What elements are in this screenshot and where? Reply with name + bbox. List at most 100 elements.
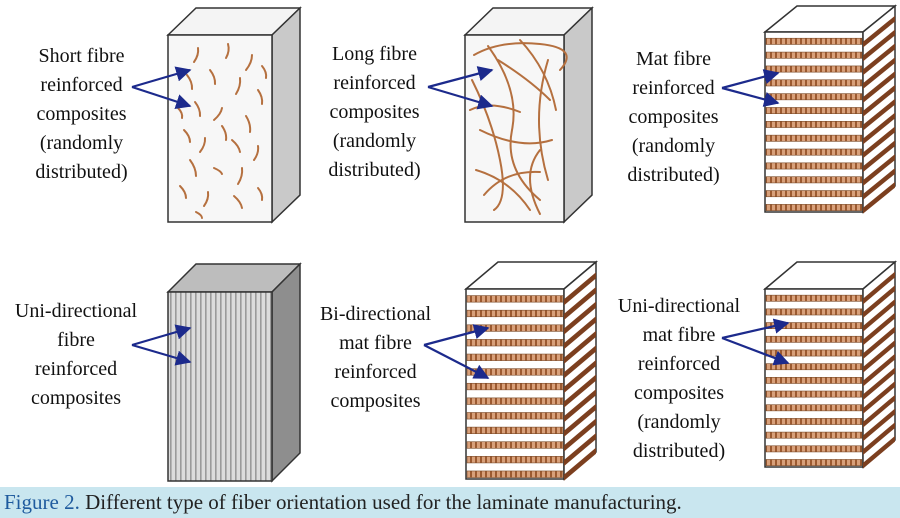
fibre [245,54,253,71]
fibre [233,195,243,209]
label-line: Mat fibre [636,48,711,70]
fibre [213,107,223,121]
fibre [231,139,241,153]
ply [765,134,863,142]
ply [466,339,564,347]
label-line: distributed) [627,164,720,186]
ply-edge [564,286,596,320]
ply-edge [863,154,895,186]
ply [765,107,863,114]
ply [765,363,863,371]
ply [765,79,863,87]
fibre [225,43,230,59]
ply [765,162,863,170]
arrow [721,86,780,107]
ply [765,121,863,128]
ply-edge [863,15,895,48]
label-line: composites [329,101,420,123]
arrows [131,66,790,379]
ply-edge [863,140,895,173]
arrow [427,85,494,110]
ply [765,294,863,302]
ply-edge [863,168,895,200]
fibre [261,65,268,79]
ply-edge [863,408,895,442]
ply-edge [863,71,895,103]
label-line: fibre [57,329,95,351]
ply [765,390,863,398]
label-line: Uni-directional [617,295,741,317]
label-line: (randomly [637,411,721,433]
fibre [183,129,191,143]
ply [466,309,564,318]
arrow [131,66,192,89]
label-line: Short fibre [38,45,125,67]
ply [466,441,564,449]
label-line: composites [36,103,127,125]
ply [765,65,863,73]
fibre [257,89,264,105]
figure-caption: Figure 2. Different type of fiber orient… [0,487,900,518]
fibre [245,115,252,133]
fibre [209,69,217,85]
label-line: distributed) [35,161,128,183]
label-line: reinforced [637,353,721,375]
arrow [131,324,192,347]
ply [765,322,863,330]
ply [765,335,863,343]
composites-diagram [131,4,898,483]
uni-directional-mat-block [762,260,898,469]
fibre [235,77,242,95]
ply [466,353,564,361]
ply [466,397,564,405]
label-line: reinforced [334,361,417,383]
arrow [423,344,490,379]
fibre [193,47,200,63]
label-line: (randomly [39,132,124,154]
ply-edge [863,43,895,76]
fibre [195,211,203,219]
ply-edge [564,433,596,467]
ply [765,349,863,357]
fibre [237,167,244,185]
ply [765,176,863,184]
arrow [131,85,192,110]
label-line: (randomly [332,130,417,152]
arrow [721,69,780,90]
ply-edge [863,367,895,401]
fibre [194,101,202,117]
ply-edge [564,359,596,394]
ply [765,459,863,466]
label-line: composites [628,106,719,128]
fibre [487,45,541,201]
uni-directional-fibre-block [166,262,302,483]
ply [765,37,863,45]
ply-edge [564,403,596,437]
fibre [538,59,549,181]
long-fibre-block [463,6,594,224]
ply-edge [863,29,895,62]
ply [765,404,863,412]
ply-edge [863,312,895,346]
ply [466,295,564,303]
fibre [199,137,207,153]
arrow [721,336,790,366]
ply-edge [863,57,895,90]
ply-edge [863,298,895,332]
ply-edge [564,330,596,364]
ply-edge [863,98,895,131]
ply-edge [863,126,895,159]
fibre [213,167,223,175]
fibre [203,191,210,207]
ply [466,456,564,464]
ply [765,190,863,198]
fibre [479,129,553,145]
arrow [131,343,192,366]
ply [466,368,564,376]
fibre [497,59,551,101]
arrow [427,66,494,89]
